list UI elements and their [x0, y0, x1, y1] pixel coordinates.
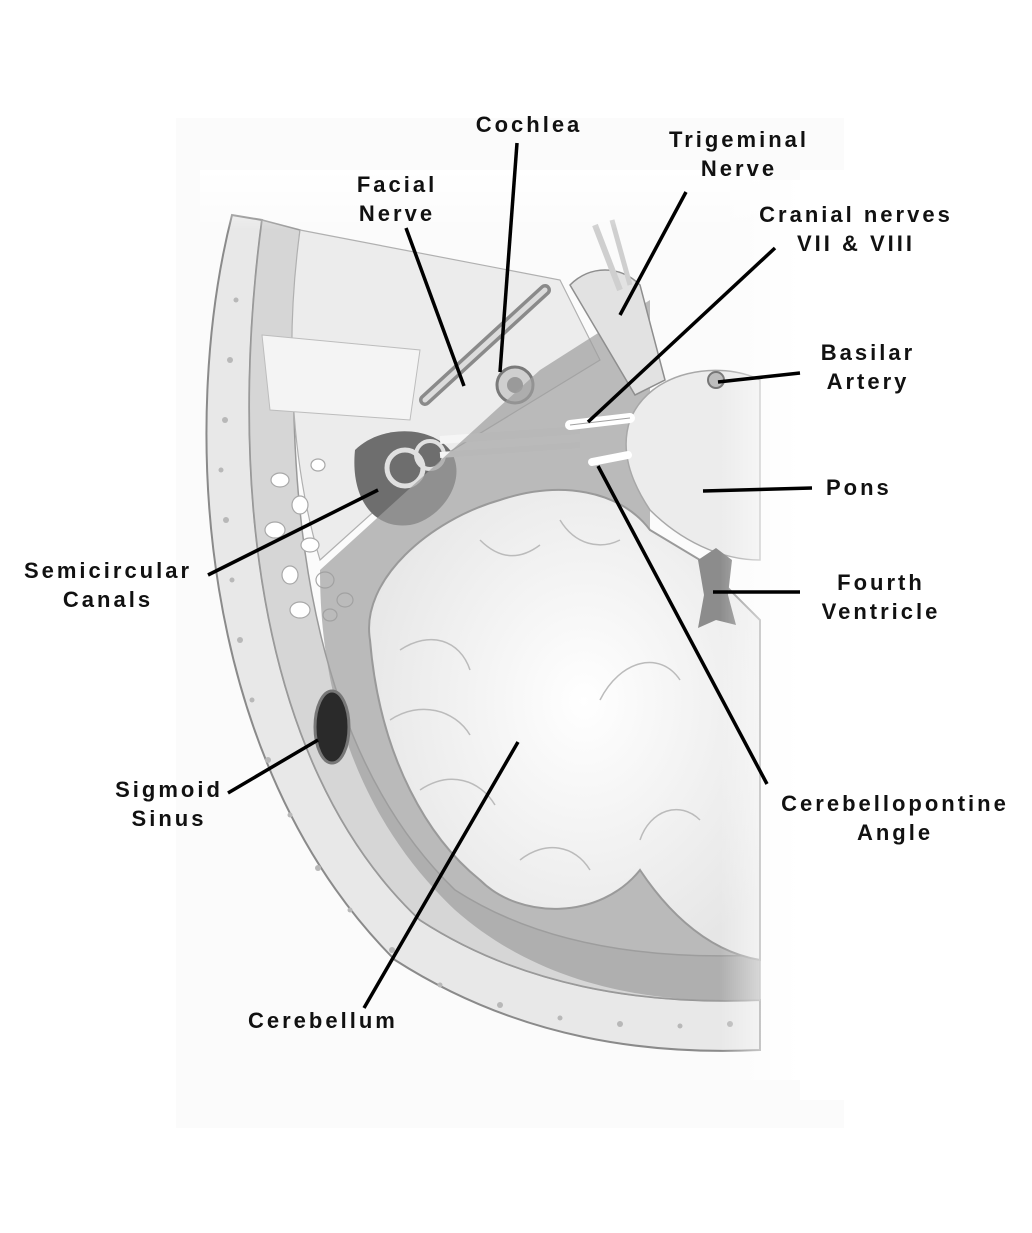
label-fourth-line1: Fourth [806, 568, 956, 597]
internal-canal [262, 335, 420, 420]
label-trigeminal-line2: Nerve [654, 154, 824, 183]
label-semicircular-line1: Semicircular [8, 556, 208, 585]
label-cerebellopontine-angle: Cerebellopontine Angle [762, 789, 1028, 847]
label-pons-line1: Pons [826, 473, 892, 502]
label-sigmoid-line2: Sinus [104, 804, 234, 833]
right-cover [800, 170, 850, 1100]
label-cranial-line1: Cranial nerves [740, 200, 972, 229]
label-facial-nerve: Facial Nerve [342, 170, 452, 228]
label-cerebellopontine-line2: Angle [762, 818, 1028, 847]
label-cranial-line2: VII & VIII [740, 229, 972, 258]
label-semicircular-line2: Canals [8, 585, 208, 614]
label-facial-line1: Facial [342, 170, 452, 199]
label-sigmoid-line1: Sigmoid [104, 775, 234, 804]
label-cochlea-line1: Cochlea [466, 110, 592, 139]
label-facial-line2: Nerve [342, 199, 452, 228]
label-fourth-ventricle: Fourth Ventricle [806, 568, 956, 626]
sigmoid-sinus-shape [315, 691, 349, 763]
label-semicircular-canals: Semicircular Canals [8, 556, 208, 614]
label-cerebellum: Cerebellum [248, 1006, 398, 1035]
right-fade [720, 180, 800, 1080]
label-trigeminal-line1: Trigeminal [654, 125, 824, 154]
label-fourth-line2: Ventricle [806, 597, 956, 626]
label-cochlea: Cochlea [466, 110, 592, 139]
label-trigeminal-nerve: Trigeminal Nerve [654, 125, 824, 183]
label-basilar-line2: Artery [808, 367, 928, 396]
label-cerebellopontine-line1: Cerebellopontine [762, 789, 1028, 818]
label-pons: Pons [826, 473, 892, 502]
label-cranial-nerves: Cranial nerves VII & VIII [740, 200, 972, 258]
label-basilar-artery: Basilar Artery [808, 338, 928, 396]
label-sigmoid-sinus: Sigmoid Sinus [104, 775, 234, 833]
label-basilar-line1: Basilar [808, 338, 928, 367]
label-cerebellum-line1: Cerebellum [248, 1006, 398, 1035]
